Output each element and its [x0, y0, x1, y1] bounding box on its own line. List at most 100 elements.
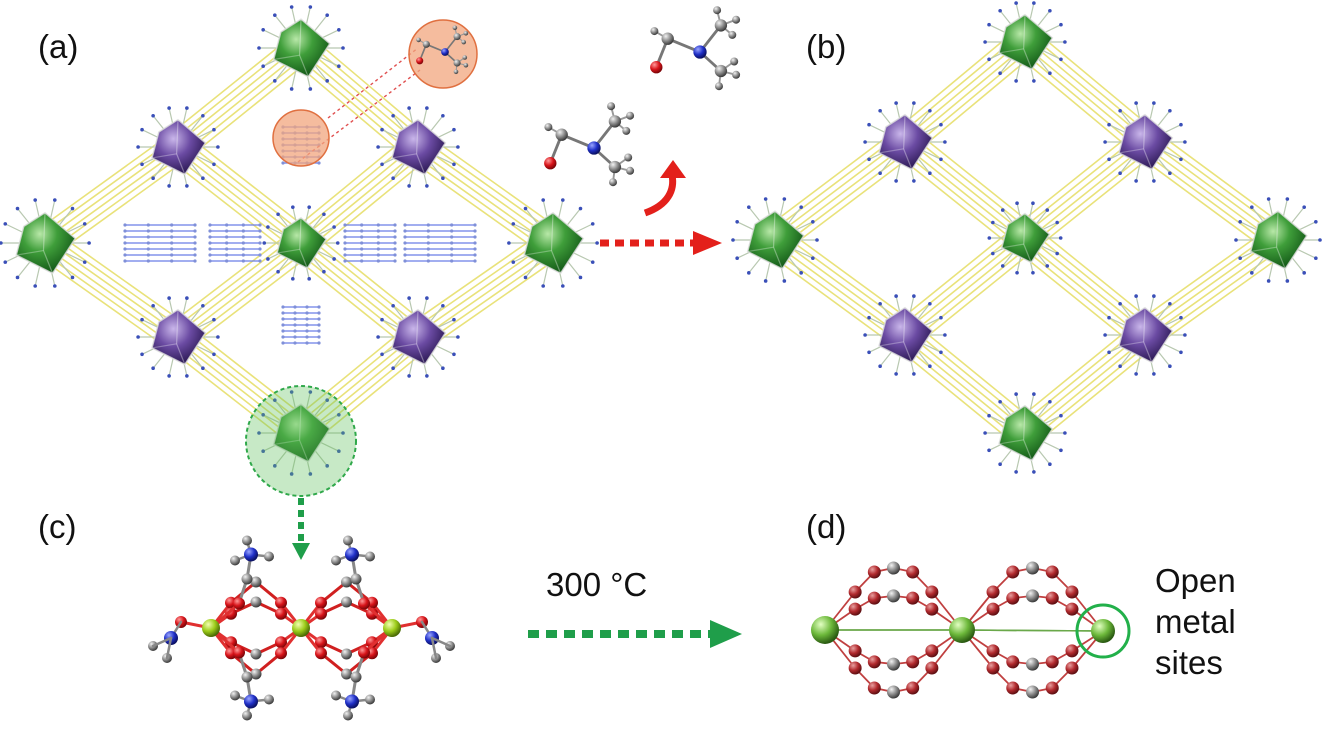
- spike-tip: [441, 304, 445, 308]
- spike-tip: [261, 27, 265, 32]
- edge-highlight: [747, 246, 774, 253]
- dmf-molecule: [544, 102, 635, 187]
- guest-atom: [426, 229, 430, 233]
- oxygen-atom: [906, 565, 920, 579]
- polyhedron: [878, 113, 934, 171]
- spike-tip: [140, 352, 144, 357]
- guest-atom: [293, 341, 297, 345]
- green-cluster: [262, 205, 340, 281]
- spike-tip: [425, 374, 429, 378]
- spike-tip: [1032, 1, 1036, 5]
- oxygen-atom: [925, 661, 939, 675]
- spike-tip: [1031, 201, 1035, 205]
- carbon-atom: [241, 671, 253, 683]
- polyhedron: [1118, 113, 1174, 171]
- spike-tip: [867, 350, 871, 355]
- spike-tip: [735, 256, 739, 261]
- hydrogen-atom: [609, 178, 617, 187]
- spike-tip: [1118, 302, 1122, 306]
- oxygen-atom: [1045, 655, 1059, 669]
- spike-tip: [452, 162, 456, 167]
- hydrogen-atom: [730, 57, 739, 66]
- spike-tip: [1045, 208, 1050, 212]
- linker: [306, 40, 425, 141]
- oxygen-atom: [925, 585, 939, 599]
- spike-tip: [1015, 271, 1019, 275]
- linker: [298, 244, 417, 340]
- guest-atom: [426, 235, 430, 239]
- edge-highlight: [276, 248, 300, 254]
- spike-tip: [273, 464, 277, 468]
- spike-tip: [991, 220, 995, 225]
- spike-tip: [578, 275, 583, 280]
- spike-tip: [216, 335, 220, 339]
- guest-atom: [305, 305, 309, 309]
- open-metal-sites-label: Open metal sites: [1155, 560, 1236, 683]
- linker: [898, 230, 1020, 329]
- guest-atom: [123, 229, 127, 233]
- carbon-atom: [341, 668, 352, 680]
- edge-highlight: [1143, 114, 1153, 170]
- oxygen-atom: [925, 602, 939, 616]
- spike-tip: [257, 46, 261, 50]
- carbon-atom: [341, 596, 352, 608]
- bond: [165, 636, 173, 660]
- spike-tip: [1134, 372, 1138, 376]
- green-cluster: [257, 5, 345, 91]
- spike-tip: [1048, 400, 1052, 404]
- guest-atom: [376, 259, 380, 263]
- spike-tip: [167, 374, 171, 378]
- guest-atom: [241, 253, 245, 257]
- edge-highlight: [1023, 405, 1033, 461]
- polyhedron: [276, 216, 328, 270]
- spike-tip: [928, 171, 932, 175]
- carbon-atom: [608, 115, 622, 128]
- spike-tip: [1107, 315, 1111, 320]
- linker: [182, 249, 307, 345]
- spike-tip: [747, 271, 751, 275]
- spike-tip: [1032, 470, 1036, 474]
- spike-tip: [53, 284, 57, 288]
- linker: [1146, 241, 1281, 339]
- purple-cluster: [136, 296, 220, 378]
- spike-tip: [1285, 279, 1290, 283]
- oxygen-atom: [1006, 591, 1020, 605]
- edge-highlight: [391, 343, 417, 349]
- guest-atom: [146, 235, 150, 239]
- spike-tip: [561, 284, 565, 288]
- spike-tip: [763, 197, 768, 201]
- spike-tip: [273, 79, 277, 83]
- carbon-atom: [1026, 561, 1039, 575]
- linker: [772, 138, 904, 239]
- spike-tip: [332, 225, 336, 229]
- nitrogen-atom: [345, 547, 359, 562]
- guest-atom: [208, 247, 212, 251]
- spike-tip: [507, 241, 511, 245]
- spike-tip: [33, 284, 37, 288]
- guest-atom: [281, 323, 285, 327]
- edge-highlight: [903, 114, 913, 170]
- guest-atom: [193, 253, 197, 257]
- linker: [306, 153, 425, 251]
- linker: [302, 148, 421, 246]
- linker: [302, 338, 421, 436]
- linker: [419, 244, 556, 341]
- spike-tip: [201, 304, 205, 308]
- spike-tip: [201, 366, 205, 370]
- spike-tip: [136, 145, 140, 149]
- guest-atom: [376, 253, 380, 257]
- spike-tip: [1314, 256, 1318, 261]
- spike-tip: [212, 352, 216, 357]
- linker: [902, 143, 1024, 241]
- spike-tip: [1238, 219, 1242, 224]
- green-cluster: [257, 390, 345, 476]
- guest-atom: [208, 235, 212, 239]
- guest-atom: [241, 229, 245, 233]
- edge-highlight: [273, 54, 300, 61]
- spike-tip: [257, 431, 261, 435]
- guest-atom: [473, 253, 477, 257]
- guest-atom: [343, 259, 347, 263]
- linker: [910, 244, 1032, 343]
- guest-atom: [208, 229, 212, 233]
- guest-atom: [403, 247, 407, 251]
